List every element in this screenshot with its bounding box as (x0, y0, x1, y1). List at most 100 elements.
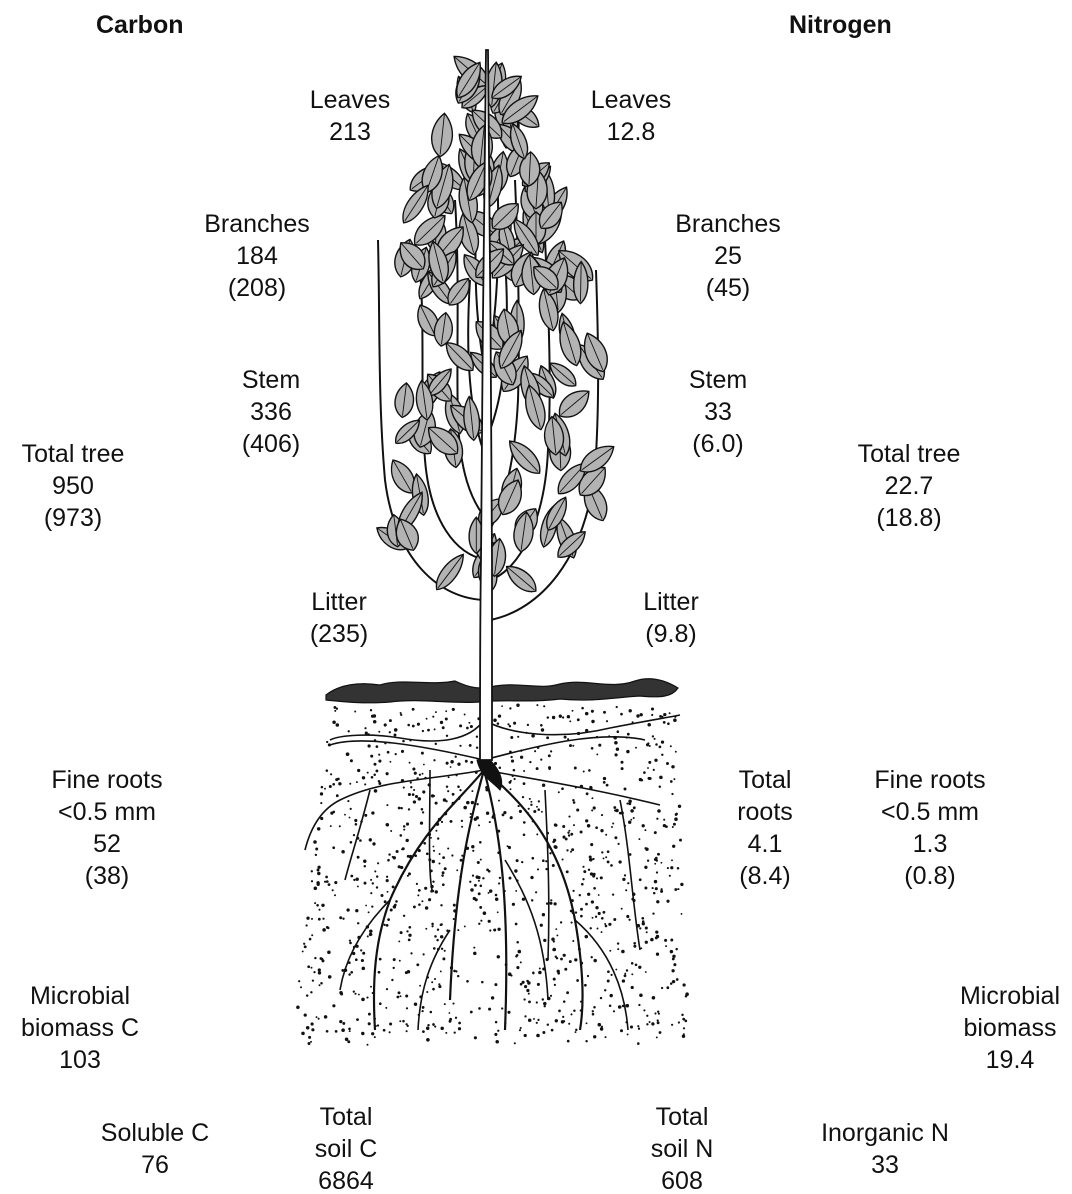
soil-dot-572 (661, 987, 663, 989)
soil-dot-1024 (631, 962, 634, 965)
soil-dot-21 (542, 913, 545, 916)
carbon-fine-roots-label: Fine roots <0.5 mm 52 (38) (51, 764, 162, 892)
carbon-litter-label: Litter (235) (310, 586, 368, 650)
soil-dot-336 (618, 1005, 622, 1009)
soil-dot-287 (346, 752, 350, 756)
soil-dot-473 (611, 826, 613, 828)
soil-dot-848 (435, 743, 437, 745)
soil-dot-710 (451, 854, 453, 856)
soil-dot-1014 (340, 992, 343, 995)
soil-dot-157 (355, 823, 358, 826)
soil-dot-1092 (601, 1026, 603, 1028)
soil-dot-505 (386, 924, 389, 927)
soil-dot-570 (364, 783, 366, 785)
soil-dot-991 (507, 845, 509, 847)
soil-dot-265 (601, 814, 603, 816)
soil-dot-263 (378, 731, 380, 733)
soil-dot-985 (491, 996, 494, 999)
soil-dot-682 (600, 829, 603, 832)
soil-dot-751 (442, 856, 445, 859)
soil-dot-364 (356, 878, 359, 881)
soil-dot-975 (387, 859, 390, 862)
soil-dot-539 (635, 747, 637, 749)
soil-dot-749 (434, 728, 436, 730)
soil-dot-552 (324, 788, 326, 790)
soil-dot-720 (609, 950, 611, 952)
soil-dot-436 (458, 1027, 461, 1030)
soil-dot-148 (592, 1010, 594, 1012)
soil-dot-690 (656, 818, 658, 820)
soil-dot-840 (444, 950, 446, 952)
soil-dot-166 (350, 841, 353, 844)
soil-dot-799 (644, 847, 646, 849)
soil-dot-981 (531, 899, 533, 901)
soil-dot-407 (509, 877, 512, 880)
soil-dot-634 (304, 1013, 307, 1016)
soil-dot-890 (328, 883, 331, 886)
soil-dot-1063 (537, 983, 540, 986)
soil-dot-214 (497, 928, 500, 931)
soil-dot-93 (457, 763, 460, 766)
soil-dot-447 (589, 786, 592, 789)
soil-dot-830 (507, 723, 509, 725)
soil-dot-837 (470, 1011, 473, 1014)
nitrogen-leaves-value: 12.8 (591, 116, 672, 148)
soil-dot-337 (312, 979, 314, 981)
carbon-total-tree-value: 950 (22, 470, 125, 502)
soil-dot-880 (415, 795, 418, 798)
soil-dot-834 (324, 881, 326, 883)
soil-dot-606 (447, 790, 449, 792)
soil-dot-486 (523, 834, 526, 837)
soil-dot-311 (421, 1010, 423, 1012)
soil-dot-136 (354, 819, 357, 822)
soil-dot-183 (478, 824, 480, 826)
soil-dot-156 (675, 751, 677, 753)
soil-dot-229 (555, 928, 557, 930)
soil-dot-939 (393, 967, 395, 969)
soil-dot-469 (326, 769, 329, 772)
soil-dot-531 (497, 955, 500, 958)
soil-dot-733 (316, 904, 319, 907)
soil-dot-776 (673, 778, 675, 780)
soil-dot-465 (315, 854, 317, 856)
soil-dot-785 (431, 890, 434, 893)
soil-dot-806 (528, 1019, 532, 1023)
soil-dot-325 (592, 858, 594, 860)
soil-dot-740 (674, 817, 678, 821)
soil-dot-800 (373, 714, 376, 717)
soil-dot-215 (321, 958, 324, 961)
soil-dot-691 (402, 1020, 405, 1023)
soil-dot-953 (510, 756, 512, 758)
soil-dot-723 (400, 866, 403, 869)
soil-dot-999 (452, 708, 455, 711)
soil-dot-60 (314, 887, 318, 891)
soil-dot-798 (311, 880, 313, 882)
soil-dot-623 (349, 1030, 351, 1032)
soil-dot-901 (627, 733, 630, 736)
soil-dot-133 (423, 842, 426, 845)
soil-dot-543 (563, 954, 566, 957)
soil-dot-973 (520, 1027, 522, 1029)
soil-dot-771 (546, 736, 549, 739)
soil-dot-619 (393, 958, 396, 961)
soil-dot-72 (332, 1004, 335, 1007)
soil-dot-747 (652, 887, 654, 889)
soil-dot-74 (562, 825, 565, 828)
root-line-4 (305, 770, 484, 850)
soil-dot-1081 (666, 986, 669, 989)
soil-dot-168 (483, 911, 487, 915)
soil-dot-495 (356, 1018, 359, 1021)
soil-dot-754 (589, 927, 591, 929)
soil-dot-872 (353, 990, 355, 992)
soil-dot-1046 (418, 889, 421, 892)
soil-dot-45 (559, 715, 562, 718)
soil-dot-651 (376, 875, 378, 877)
soil-dot-866 (466, 727, 469, 730)
soil-dot-855 (513, 769, 516, 772)
nitrogen-fine-roots-name: Fine roots (874, 764, 985, 796)
soil-dot-277 (400, 931, 403, 934)
soil-dot-763 (354, 711, 356, 713)
root-line-9 (545, 790, 549, 960)
soil-dot-341 (302, 950, 304, 952)
soil-dot-966 (334, 881, 337, 884)
